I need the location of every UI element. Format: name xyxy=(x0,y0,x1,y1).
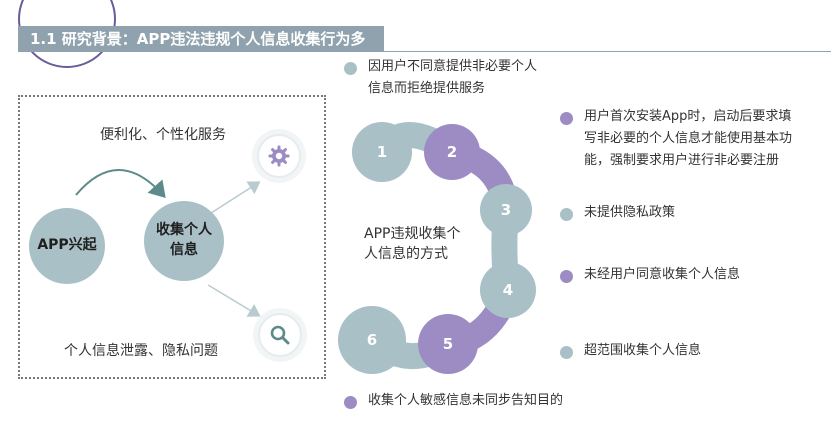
page-title: 1.1 研究背景：APP违法违规个人信息收集行为多 xyxy=(18,26,384,52)
search-icon xyxy=(270,325,290,345)
collect-info-line2: 信息 xyxy=(170,242,198,258)
item-6-dot xyxy=(344,396,357,409)
chain-number-1: 1 xyxy=(377,143,387,161)
list-item-3-line1: 未提供隐私政策 xyxy=(584,205,676,220)
app-rise-label: APP兴起 xyxy=(37,237,97,254)
list-item-1: 因用户不同意提供非必要个人 信息而拒绝提供服务 xyxy=(368,56,537,100)
app-rise-bubble: APP兴起 xyxy=(29,208,105,284)
header-rule xyxy=(384,51,831,52)
gear-icon-circle xyxy=(257,134,301,178)
collect-info-bubble: 收集个人 信息 xyxy=(144,201,224,281)
search-icon-circle xyxy=(258,313,302,357)
item-2-dot xyxy=(560,112,573,125)
left-connectors xyxy=(75,169,261,317)
chain-number-4: 4 xyxy=(503,281,513,299)
list-item-1-line2: 信息而拒绝提供服务 xyxy=(368,81,486,96)
chain-diagram: 1 2 3 4 5 6 xyxy=(338,122,536,374)
center-label: APP违规收集个 人信息的方式 xyxy=(364,224,460,264)
collect-info-line1: 收集个人 xyxy=(156,222,212,239)
chain-node-3 xyxy=(480,184,532,236)
center-label-line2: 人信息的方式 xyxy=(364,246,448,262)
left-panel xyxy=(18,95,326,379)
chain-node-2 xyxy=(424,124,480,180)
chain-number-2: 2 xyxy=(447,143,457,161)
list-item-2: 用户首次安装App时，启动后要求填 写非必要的个人信息才能使用基本功 能，强制要… xyxy=(584,106,792,172)
list-item-1-line1: 因用户不同意提供非必要个人 xyxy=(368,59,538,74)
chain-node-4 xyxy=(480,262,536,318)
list-item-6-line1: 收集个人敏感信息未同步告知目的 xyxy=(368,393,564,408)
list-item-4: 未经用户同意收集个人信息 xyxy=(584,264,740,286)
list-item-5-line1: 超范围收集个人信息 xyxy=(584,343,702,358)
list-item-6: 收集个人敏感信息未同步告知目的 xyxy=(368,390,563,412)
item-4-dot xyxy=(560,270,573,283)
item-5-dot xyxy=(560,346,573,359)
list-item-2-line1: 用户首次安装App时，启动后要求填 xyxy=(584,109,792,124)
list-item-4-line1: 未经用户同意收集个人信息 xyxy=(584,267,741,282)
list-item-2-line2: 写非必要的个人信息才能使用基本功 xyxy=(584,131,793,146)
item-3-dot xyxy=(560,208,573,221)
chain-number-5: 5 xyxy=(443,335,453,353)
gear-icon xyxy=(268,145,290,167)
service-label: 便利化、个性化服务 xyxy=(100,127,226,143)
list-item-3: 未提供隐私政策 xyxy=(584,202,675,224)
chain-number-6: 6 xyxy=(367,331,377,349)
chain-node-6 xyxy=(338,306,406,374)
chain-node-5 xyxy=(418,314,478,374)
privacy-label: 个人信息泄露、隐私问题 xyxy=(64,343,218,359)
list-item-5: 超范围收集个人信息 xyxy=(584,340,701,362)
item-1-dot xyxy=(344,62,357,75)
center-label-line1: APP违规收集个 xyxy=(364,226,461,242)
chain-node-1 xyxy=(352,122,412,182)
list-item-2-line3: 能，强制要求用户进行非必要注册 xyxy=(584,153,780,168)
chain-number-3: 3 xyxy=(501,201,511,219)
